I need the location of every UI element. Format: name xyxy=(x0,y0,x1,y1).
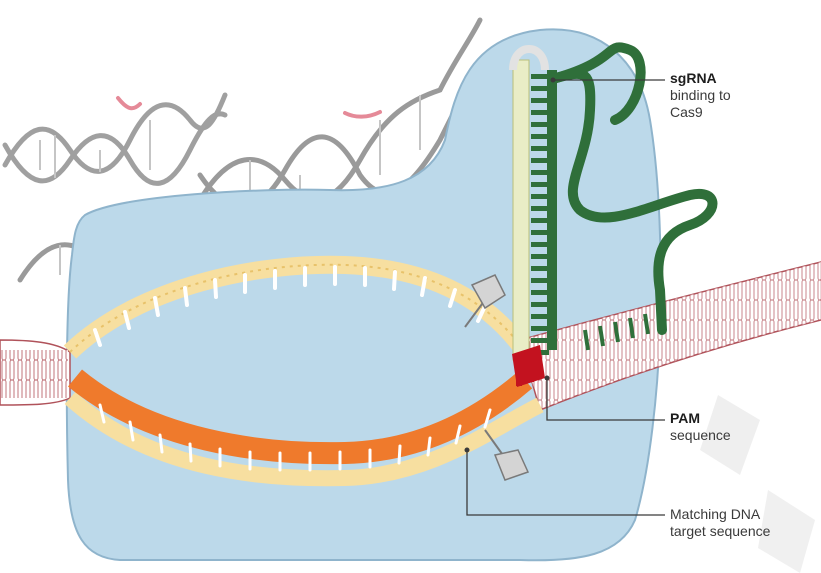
target-label-line2: target sequence xyxy=(670,523,770,539)
sgrna-label: sgRNA binding to Cas9 xyxy=(670,70,731,121)
sgrna-label-title: sgRNA xyxy=(670,70,717,86)
target-label: Matching DNA target sequence xyxy=(670,506,770,540)
sgrna-label-line2: Cas9 xyxy=(670,104,703,120)
sgrna-label-line1: binding to xyxy=(670,87,731,103)
pam-label: PAM sequence xyxy=(670,410,731,444)
dna-duplex-left xyxy=(0,340,70,405)
pam-label-title: PAM xyxy=(670,410,700,426)
pam-label-line1: sequence xyxy=(670,427,731,443)
target-label-line1: Matching DNA xyxy=(670,506,760,522)
sgrna-stem xyxy=(513,49,557,360)
